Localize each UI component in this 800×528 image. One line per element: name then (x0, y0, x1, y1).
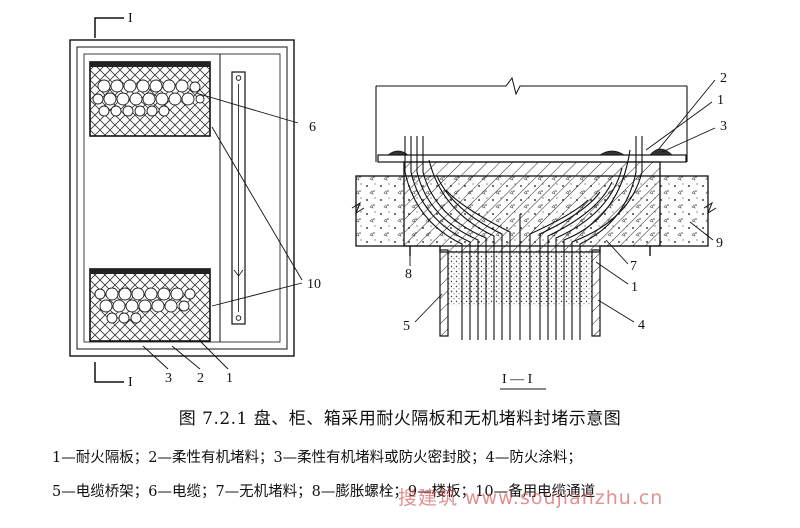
legend-line-2: 5—电缆桥架；6—电缆；7—无机堵料；8—膨胀螺栓；9—楼板；10—备用电缆通道 (52, 484, 596, 500)
callout-1: 1 (226, 371, 233, 386)
callout-section-7: 7 (630, 259, 637, 274)
figure-caption: 图 7.2.1 盘、柜、箱采用耐火隔板和无机堵料封堵示意图 (178, 409, 622, 429)
callout-section-4: 4 (638, 318, 645, 333)
callout-6: 6 (309, 120, 316, 135)
callout-10: 10 (307, 277, 321, 292)
front-elevation: I I (69, 11, 303, 390)
callout-section-5: 5 (403, 319, 410, 334)
callout-section-1: 1 (717, 93, 724, 108)
callout-section-8: 8 (405, 267, 412, 282)
section-marker-top: I (128, 11, 133, 26)
section-label: I — I (502, 372, 533, 387)
callout-2: 2 (197, 371, 204, 386)
watermark: 搜建筑 www.soujianzhu.cn (398, 487, 664, 509)
callout-section-9: 9 (716, 236, 723, 251)
section-marker-bottom: I (128, 375, 133, 390)
section-view (351, 76, 717, 340)
callout-3: 3 (165, 371, 172, 386)
callout-section-2: 2 (720, 71, 727, 86)
callout-section-3: 3 (720, 119, 727, 134)
callout-section-1b: 1 (631, 280, 638, 295)
legend-line-1: 1—耐火隔板；2—柔性有机堵料；3—柔性有机堵料或防火密封胶；4—防火涂料； (52, 450, 582, 466)
cabinet-sealing-diagram: I I (69, 11, 727, 390)
